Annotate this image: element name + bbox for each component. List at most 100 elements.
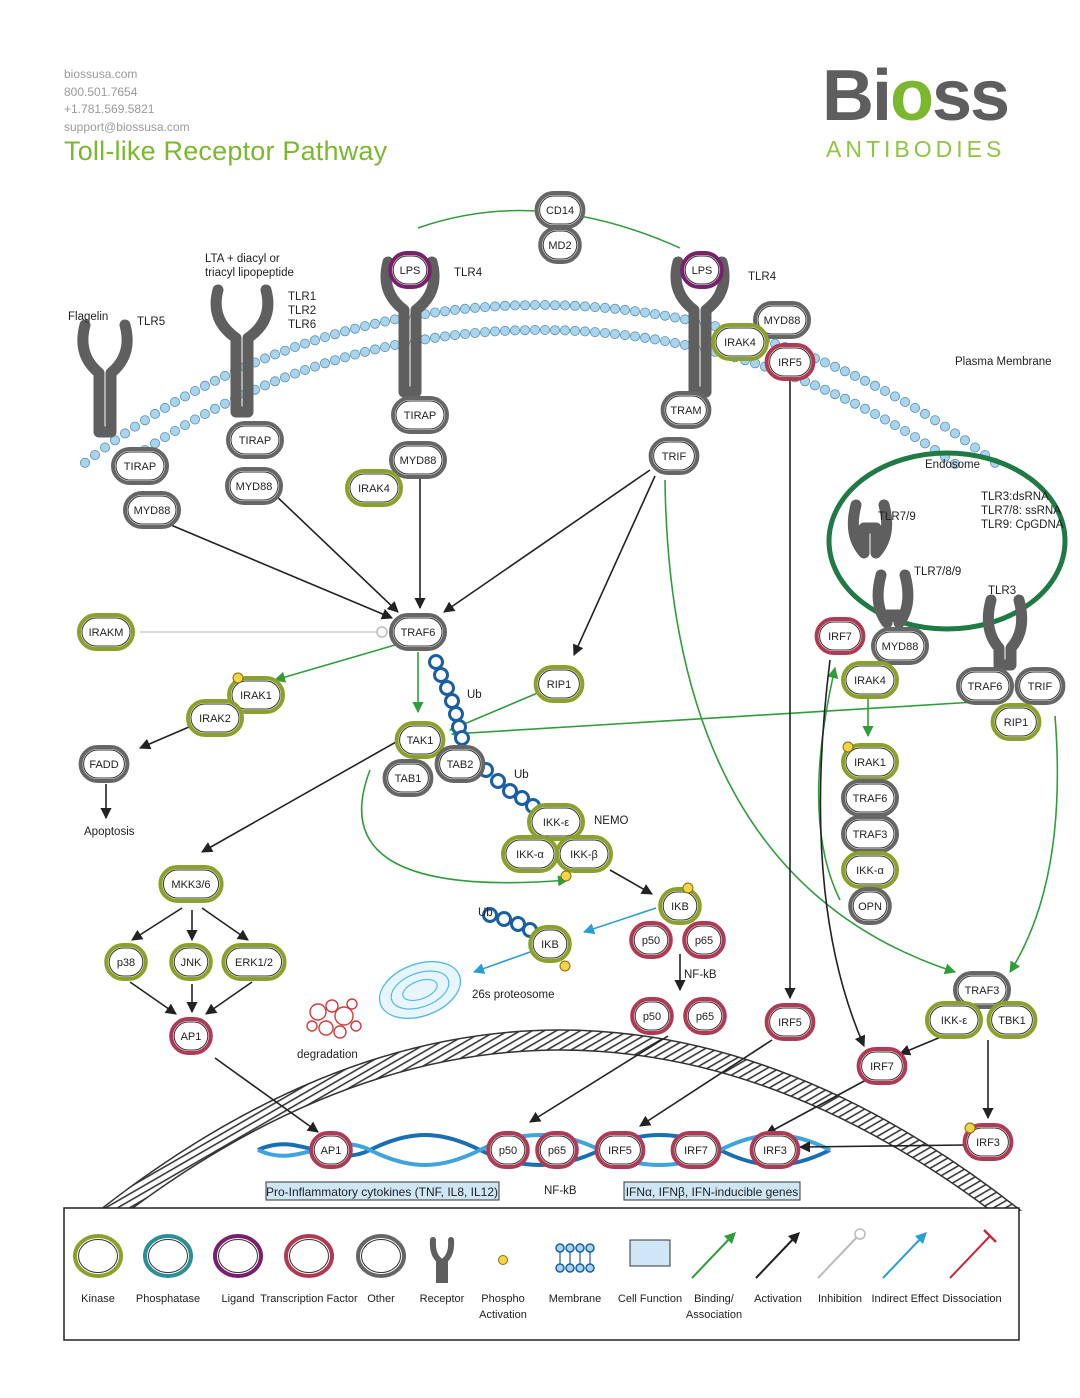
lipid-head [269, 376, 280, 387]
node-tirap3: TIRAP [391, 396, 449, 434]
node-irak1: IRAK1 [227, 676, 285, 714]
node-ikke1: IKK-ε [527, 803, 585, 841]
node-label: IRAK1 [854, 757, 886, 769]
lipid-head [850, 370, 861, 381]
node-label: TAB2 [447, 759, 474, 771]
node-label: IRF5 [778, 1017, 802, 1029]
node-label: RIP1 [547, 679, 571, 691]
node-label: TRAF6 [853, 793, 888, 805]
lipid-head [930, 415, 941, 426]
node-label: p65 [548, 1145, 566, 1157]
node-label: IKK-α [516, 849, 544, 861]
node-irf5_2: IRF5 [764, 1003, 816, 1041]
inhibition-legend-icon [817, 1228, 866, 1279]
node-irf3_1: IRF3 [962, 1123, 1014, 1161]
phospho-icon [559, 960, 571, 972]
node-jnk: JNK [169, 943, 213, 981]
lipid-head [199, 408, 210, 419]
lipid-head [189, 414, 200, 425]
lipid-head [960, 435, 971, 446]
legend-label: Transcription Factor [260, 1293, 358, 1305]
node-md2: MD2 [538, 226, 582, 264]
node-traf6: TRAF6 [389, 613, 447, 651]
lipid-head [259, 380, 270, 391]
flagelin-label: Flagelin [68, 311, 108, 323]
brand-logo-subtitle: ANTIBODIES [826, 136, 1006, 162]
diagram-labels: Flagelin TLR5 LTA + diacyl or triacyl li… [68, 253, 1064, 1197]
lipid-head [209, 375, 220, 386]
lipid-head [319, 332, 330, 343]
node-irak4_2: IRAK4 [711, 323, 769, 361]
lipid-head [169, 396, 180, 407]
debris-icon [306, 1020, 318, 1032]
lipid-head [179, 420, 190, 431]
transcription-factor-legend-icon [284, 1234, 334, 1278]
node-p50_1: p50 [629, 921, 673, 959]
node-p65_1: p65 [682, 921, 726, 959]
tlr1-label: TLR1 [288, 291, 316, 303]
node-label: TRAM [670, 405, 701, 417]
lipid-head [950, 428, 961, 439]
ubiquitin-icon [502, 783, 518, 799]
node-label: IKK-α [856, 865, 884, 877]
lipid-head [289, 368, 300, 379]
dna-helix [257, 1133, 831, 1167]
contact-info: biossusa.com 800.501.7654 +1.781.569.582… [64, 66, 190, 136]
lipid-head [419, 334, 430, 345]
lipid-head [120, 428, 131, 439]
tlr79-label: TLR7/9 [878, 511, 916, 523]
node-tbk1: TBK1 [986, 1001, 1038, 1039]
lipid-head [550, 300, 561, 311]
ubiquitin-icon [496, 911, 512, 927]
legend-label: Activation [754, 1293, 802, 1305]
node-label: IRAKM [89, 627, 124, 639]
legend-label: Association [686, 1309, 742, 1321]
lipid-head [570, 300, 581, 311]
plasma-membrane-label: Plasma Membrane [955, 356, 1052, 368]
lipid-head [499, 300, 510, 311]
node-label: IRF7 [828, 631, 852, 643]
ub-label-2: Ub [514, 769, 529, 781]
legend-label: Binding/ [694, 1293, 735, 1305]
legend-label: Dissociation [942, 1293, 1001, 1305]
node-irf7_1: IRF7 [814, 617, 866, 655]
lipid-head [449, 304, 460, 315]
phospho-legend-icon [498, 1255, 508, 1265]
node-trif1: TRIF [648, 437, 700, 475]
lipid-head [209, 403, 220, 414]
lipid-head [830, 361, 841, 372]
receptors [77, 256, 1028, 671]
lipid-head [499, 325, 510, 336]
dissociation-legend-icon [949, 1229, 997, 1279]
ubiquitin-icon [428, 654, 444, 670]
lta-label-2: triacyl lipopeptide [205, 267, 294, 279]
brand-logo: Bioss [822, 56, 1010, 136]
node-p65_2: p65 [683, 997, 727, 1035]
ubiquitin-icon [454, 730, 470, 746]
node-label: p38 [117, 957, 135, 969]
lipid-head [169, 425, 180, 436]
node-label: p65 [695, 935, 713, 947]
lipid-head [389, 339, 400, 350]
node-label: OPN [858, 901, 882, 913]
lipid-head [349, 349, 360, 360]
lipid-head [940, 421, 951, 432]
lipid-head [129, 421, 140, 432]
node-label: TRIF [1028, 681, 1053, 693]
tlr5-label: TLR5 [137, 316, 165, 328]
ifn-box [623, 1181, 801, 1201]
degradation-label: degradation [297, 1049, 358, 1061]
node-n_p65: p65 [535, 1131, 579, 1169]
node-cd14: CD14 [534, 191, 586, 229]
node-label: TRIF [662, 451, 687, 463]
node-myd88_5: MYD88 [871, 627, 929, 665]
lipid-head [429, 332, 440, 343]
node-label: IRF3 [763, 1145, 787, 1157]
node-tirap1: TIRAP [111, 447, 169, 485]
phospho-icon [964, 1122, 976, 1134]
ubiquitin-icon [444, 693, 460, 709]
node-label: TIRAP [239, 435, 271, 447]
node-label: FADD [89, 759, 118, 771]
